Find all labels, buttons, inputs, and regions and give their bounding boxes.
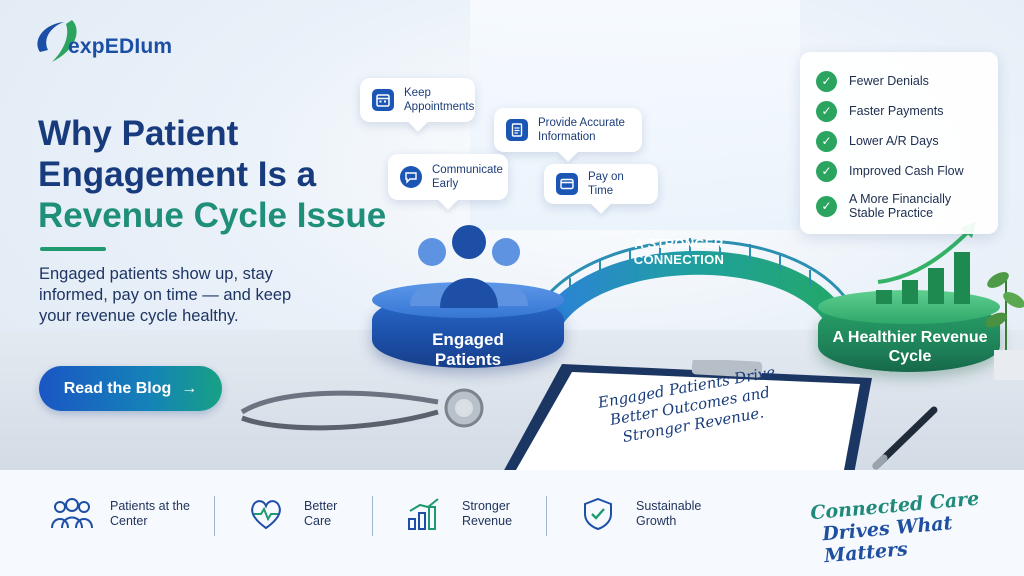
growth-bars-icon	[876, 222, 976, 304]
benefit-label: Fewer Denials	[849, 74, 929, 88]
subtitle: Engaged patients show up, stay informed,…	[39, 265, 292, 325]
benefit-label: Improved Cash Flow	[849, 164, 964, 178]
page-title: Why Patient Engagement Is a Revenue Cycl…	[38, 113, 418, 236]
bubble-communicate-early: Communicate Early	[388, 154, 508, 200]
benefit-label: Faster Payments	[849, 104, 944, 118]
bubble-accurate-info: Provide Accurate Information	[494, 108, 642, 152]
feature-label: Sustainable Growth	[636, 499, 702, 528]
read-blog-label: Read the Blog	[63, 379, 172, 397]
pedestal-label-right: A Healthier Revenue Cycle	[832, 329, 988, 365]
brand-name: expEDIum	[68, 35, 173, 58]
shield-check-icon	[576, 494, 620, 534]
chat-icon	[400, 166, 422, 188]
bubble-label: Communicate Early	[432, 164, 503, 190]
bubble-label: Keep Appointments	[404, 87, 475, 113]
check-icon: ✓	[816, 70, 837, 92]
clipboard-illustration	[502, 360, 872, 474]
bridge-illustration	[530, 238, 852, 340]
feature-label: Patients at the Center	[110, 499, 190, 528]
pedestal-label-left: Engaged Patients	[432, 330, 504, 369]
feature-label: Better Care	[304, 499, 338, 528]
people-group-icon	[410, 225, 528, 308]
plant-decoration	[986, 272, 1024, 380]
benefit-item: ✓ Improved Cash Flow	[816, 156, 982, 186]
bubble-label: Pay on Time	[588, 171, 624, 197]
benefit-label: A More Financially Stable Practice	[849, 192, 952, 220]
bridge-label: A STRONGER CONNECTION	[633, 236, 725, 267]
check-icon: ✓	[816, 130, 837, 152]
stethoscope-icon	[240, 388, 484, 431]
footer-divider	[372, 496, 373, 536]
check-icon: ✓	[816, 160, 837, 182]
bubble-pay-on-time: Pay on Time	[544, 164, 658, 204]
feature-growth: Sustainable Growth	[576, 494, 706, 534]
benefit-item: ✓ Faster Payments	[816, 96, 982, 126]
calendar-icon	[372, 89, 394, 111]
benefit-item: ✓ Lower A/R Days	[816, 126, 982, 156]
check-icon: ✓	[816, 100, 837, 122]
footer-divider	[546, 496, 547, 536]
read-blog-button[interactable]: Read the Blog →	[39, 366, 222, 411]
footer-bar	[0, 470, 1024, 576]
footer-divider	[214, 496, 215, 536]
benefit-item: ✓ A More Financially Stable Practice	[816, 186, 982, 226]
document-icon	[506, 119, 528, 141]
check-icon: ✓	[816, 195, 837, 217]
title-line-1: Why Patient	[38, 114, 239, 153]
bubble-keep-appointments: Keep Appointments	[360, 78, 475, 122]
credit-card-icon	[556, 173, 578, 195]
feature-label: Stronger Revenue	[462, 499, 513, 528]
benefit-label: Lower A/R Days	[849, 134, 939, 148]
brand-logo[interactable]: expEDIum	[30, 20, 220, 70]
benefits-checklist: ✓ Fewer Denials ✓ Faster Payments ✓ Lower A…	[800, 52, 998, 234]
arrow-right-icon: →	[181, 379, 198, 397]
feature-patients: Patients at the Center	[50, 494, 190, 534]
bar-chart-icon	[402, 494, 446, 534]
bubble-label: Provide Accurate Information	[538, 117, 625, 143]
title-divider	[40, 247, 106, 251]
people-icon	[50, 494, 94, 534]
heart-pulse-icon	[244, 494, 288, 534]
title-line-3: Revenue Cycle Issue	[38, 196, 387, 235]
swoosh-logo-icon	[37, 20, 77, 62]
benefit-item: ✓ Fewer Denials	[816, 66, 982, 96]
title-line-2: Engagement Is a	[38, 155, 317, 194]
pen-icon	[872, 406, 938, 470]
feature-revenue: Stronger Revenue	[402, 494, 522, 534]
feature-care: Better Care	[244, 494, 354, 534]
